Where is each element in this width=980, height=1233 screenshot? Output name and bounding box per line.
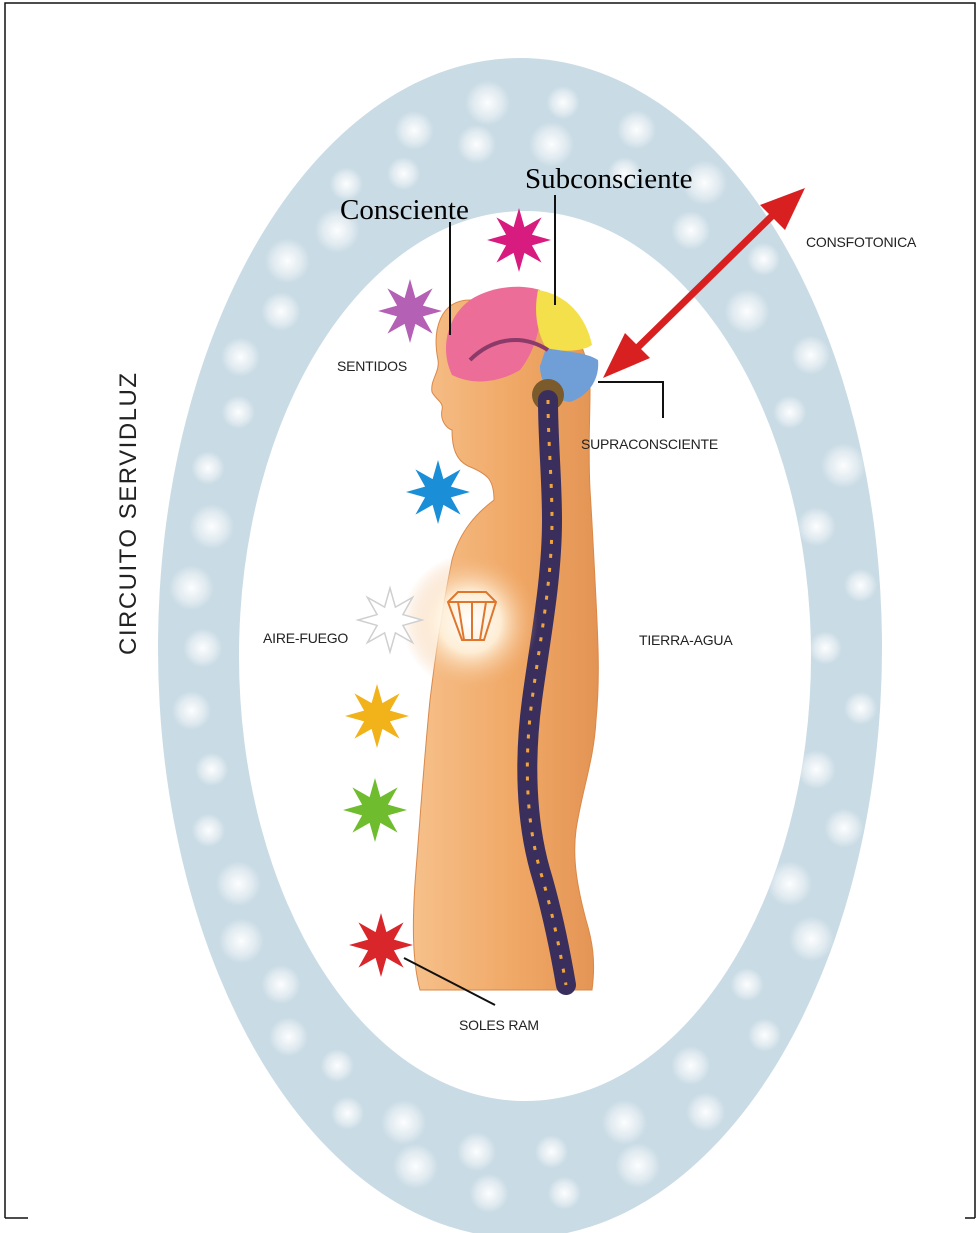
halo-dot <box>824 808 864 848</box>
halo-dot <box>844 691 878 725</box>
halo-dot <box>331 1096 365 1130</box>
halo-dot <box>773 395 807 429</box>
halo-dot <box>394 111 434 151</box>
halo-dot <box>546 86 580 120</box>
halo-dot <box>465 80 511 126</box>
halo-dot <box>221 337 261 377</box>
green-star <box>343 778 407 842</box>
halo-dot <box>183 628 223 668</box>
halo-dot <box>529 121 575 167</box>
halo-dot <box>686 1092 726 1132</box>
halo-dot <box>191 451 225 485</box>
blue-star <box>406 460 470 524</box>
label-tierra-agua: TIERRA-AGUA <box>639 632 732 648</box>
halo-dot <box>168 565 214 611</box>
halo-dot <box>724 289 770 335</box>
halo-dot <box>457 1132 497 1172</box>
halo-dot <box>261 292 301 332</box>
halo-dot <box>269 1017 309 1057</box>
halo-dot <box>671 1046 711 1086</box>
label-circuito-servidluz: CIRCUITO SERVIDLUZ <box>115 372 143 656</box>
halo-dot <box>469 1173 509 1213</box>
halo-dot <box>821 443 867 489</box>
halo-dot <box>547 1176 581 1210</box>
halo-dot <box>535 1135 569 1169</box>
halo-dot <box>195 752 229 786</box>
halo-dot <box>218 918 264 964</box>
halo-dot <box>189 504 235 550</box>
halo-dot <box>730 968 764 1002</box>
halo-dot <box>808 631 842 665</box>
halo-dot <box>393 1143 439 1189</box>
halo-dot <box>615 1143 661 1189</box>
halo-dot <box>789 916 835 962</box>
halo-dot <box>796 507 836 547</box>
label-aire-fuego: AIRE-FUEGO <box>263 630 348 646</box>
halo-dot <box>457 124 497 164</box>
label-consfotonica: CONSFOTONICA <box>806 234 916 250</box>
halo-dot <box>747 242 781 276</box>
violet-star <box>378 279 442 343</box>
white-star <box>358 588 422 652</box>
halo-dot <box>791 335 831 375</box>
halo-dot <box>601 1099 647 1145</box>
heart-glow <box>402 554 538 690</box>
red-star <box>349 913 413 977</box>
halo-dot <box>221 395 255 429</box>
halo-dot <box>387 157 421 191</box>
halo-dot <box>617 110 657 150</box>
label-sentidos: SENTIDOS <box>337 358 407 374</box>
halo-dot <box>381 1099 427 1145</box>
magenta-star <box>487 208 551 272</box>
halo-dot <box>215 861 261 907</box>
label-subconsciente: Subconsciente <box>525 163 693 196</box>
label-supraconsciente: SUPRACONSCIENTE <box>581 436 718 452</box>
halo-dot <box>320 1049 354 1083</box>
halo-dot <box>844 568 878 602</box>
halo-dot <box>172 691 212 731</box>
halo-dot <box>192 813 226 847</box>
halo-dot <box>261 965 301 1005</box>
label-soles-ram: SOLES RAM <box>459 1017 539 1033</box>
halo-dot <box>264 238 310 284</box>
halo-dot <box>671 210 711 250</box>
yellow-star <box>345 684 409 748</box>
halo-dot <box>748 1018 782 1052</box>
label-consciente: Consciente <box>340 194 469 227</box>
